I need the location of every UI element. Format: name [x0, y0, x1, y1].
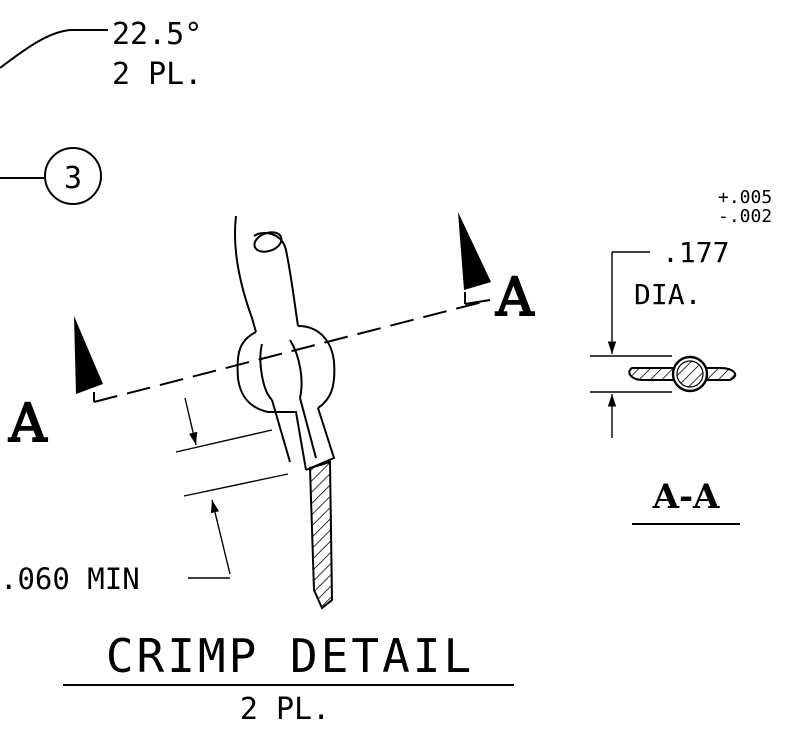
view-arrow-left — [74, 316, 103, 394]
balloon-number: 3 — [64, 161, 82, 196]
section-view-label: A-A — [652, 477, 720, 517]
section-view — [628, 355, 737, 393]
section-line — [93, 299, 491, 403]
diameter-value: .177 — [662, 236, 729, 269]
section-marker-left: A — [8, 394, 48, 454]
min-dim-extension-lower — [183, 473, 289, 497]
tolerance-minus: -.002 — [718, 206, 772, 227]
angle-value: 22.5° — [112, 17, 202, 52]
min-dim-arrow-upper — [184, 397, 198, 446]
angle-leader — [0, 29, 108, 69]
min-dimension: .060 MIN — [0, 562, 140, 596]
item-balloon — [44, 147, 102, 205]
tolerance-plus: +.005 — [718, 187, 772, 208]
view-arrow-right — [458, 212, 491, 290]
diameter-unit: DIA. — [634, 278, 701, 311]
min-dim-arrow-lower — [210, 499, 231, 575]
title-qty: 2 PL. — [240, 692, 330, 727]
section-line-end-right — [464, 299, 491, 305]
wire — [308, 460, 334, 610]
section-marker-right: A — [495, 268, 535, 328]
angle-qty: 2 PL. — [112, 57, 202, 92]
min-dim-extension-upper — [175, 429, 273, 453]
crimp-contact — [233, 215, 336, 471]
drawing-title: CRIMP DETAIL — [106, 629, 474, 683]
